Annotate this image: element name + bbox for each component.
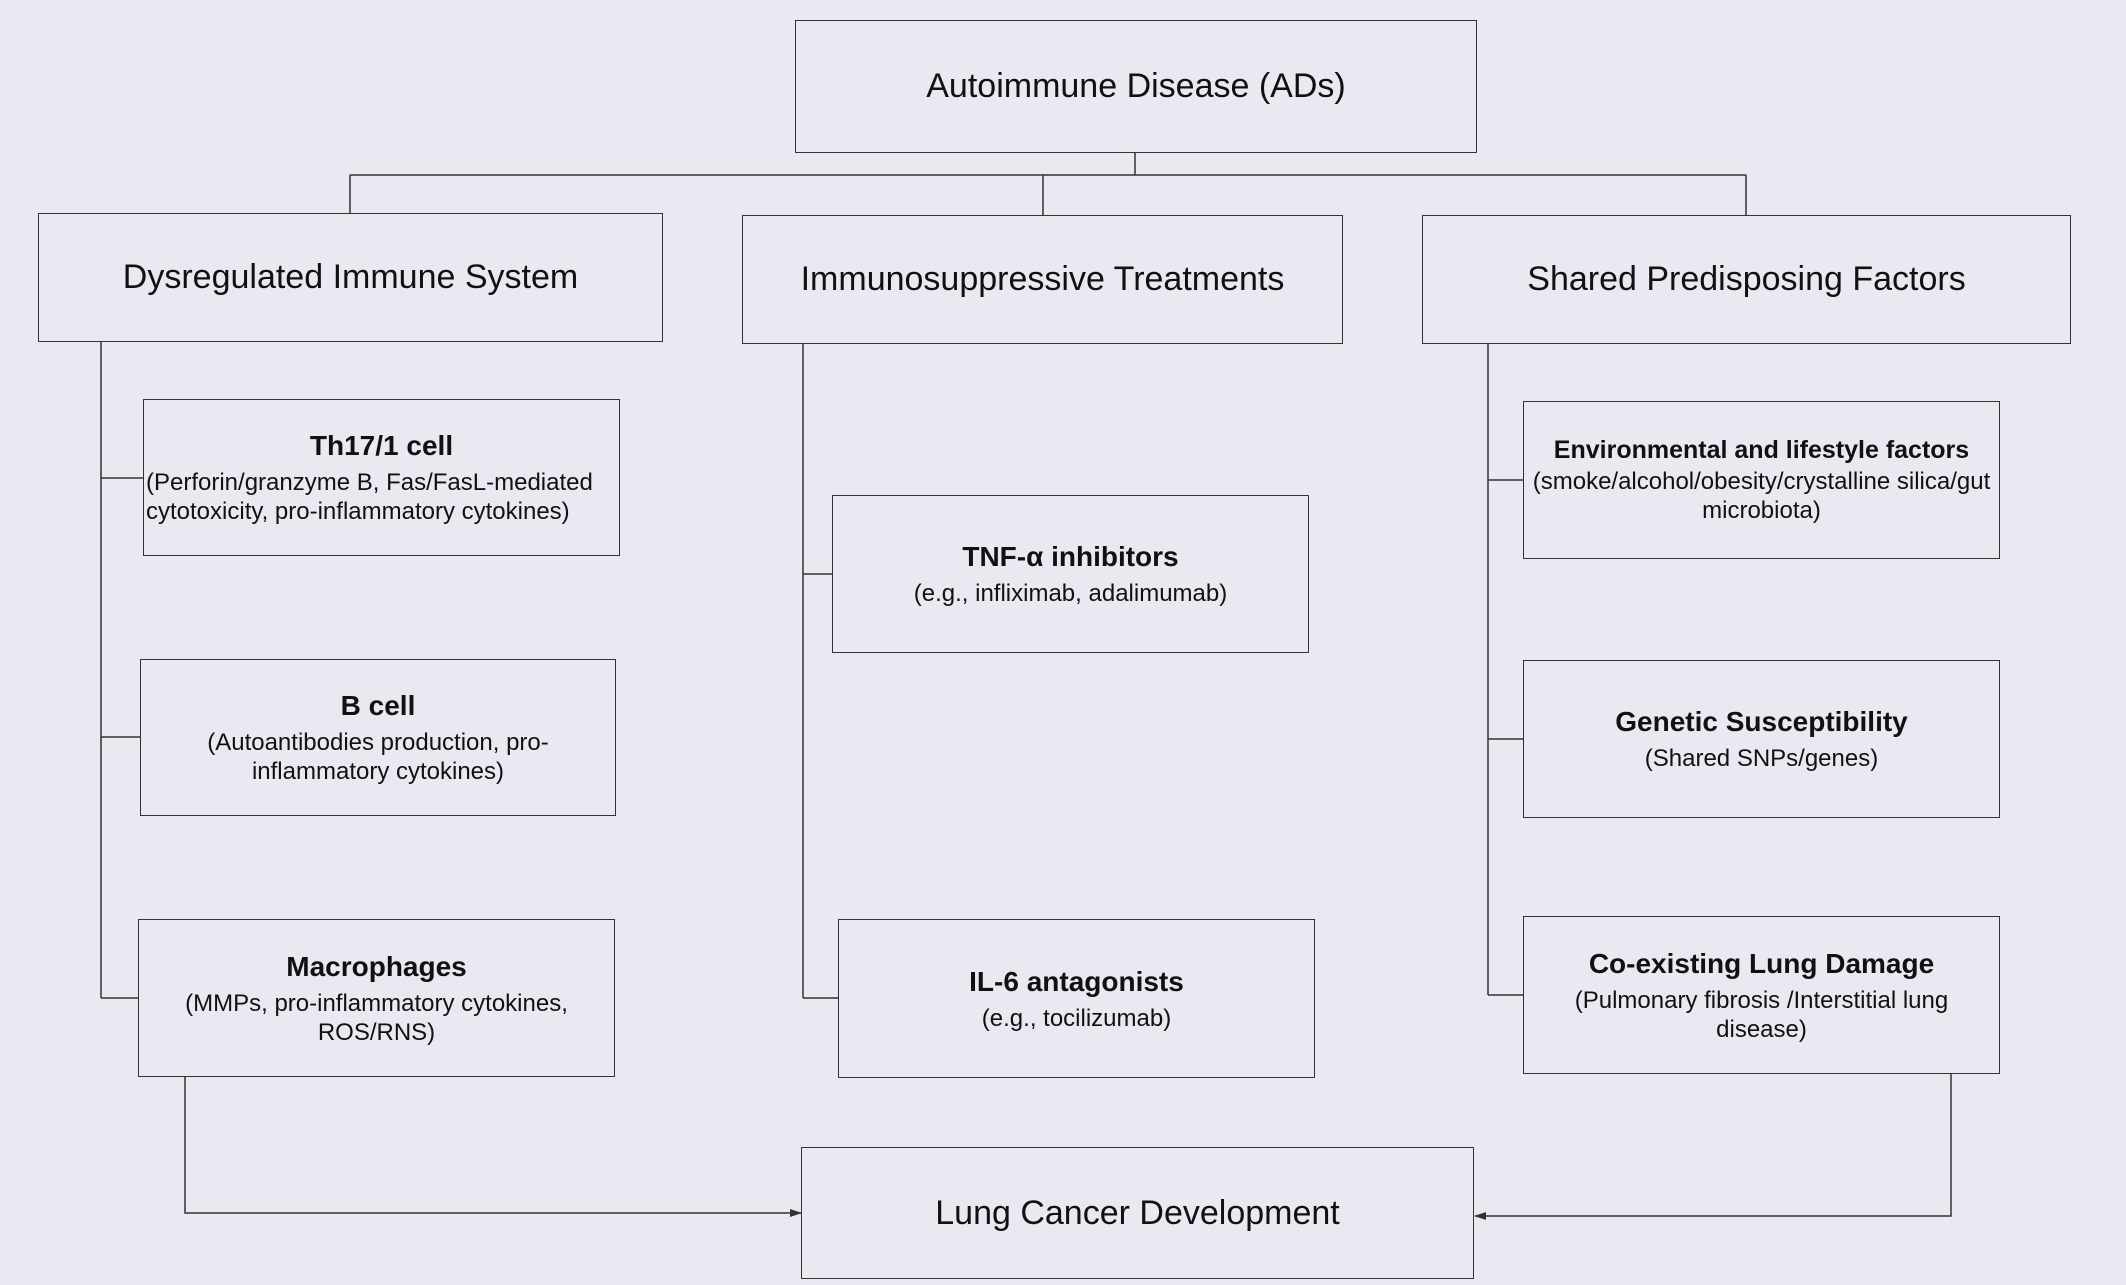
root-box: Autoimmune Disease (ADs): [795, 20, 1477, 153]
treatment-tnf-title: TNF-α inhibitors: [962, 541, 1179, 573]
factor-environment-title: Environmental and lifestyle factors: [1553, 435, 1970, 464]
category-factors-label: Shared Predisposing Factors: [1527, 260, 1966, 299]
category-factors-box: Shared Predisposing Factors: [1422, 215, 2071, 344]
factor-lungdamage-title: Co-existing Lung Damage: [1588, 947, 1935, 979]
immune-macrophages-title: Macrophages: [286, 950, 467, 982]
factor-environment-box: Environmental and lifestyle factors (smo…: [1523, 401, 2000, 559]
immune-th17-box: Th17/1 cell (Perforin/granzyme B, Fas/Fa…: [143, 399, 620, 556]
immune-bcell-title: B cell: [340, 690, 416, 722]
treatment-tnf-box: TNF-α inhibitors (e.g., infliximab, adal…: [832, 495, 1309, 653]
immune-th17-desc: (Perforin/granzyme B, Fas/FasL-mediated …: [146, 469, 593, 525]
category-treatments-label: Immunosuppressive Treatments: [800, 260, 1285, 299]
factor-genetic-title: Genetic Susceptibility: [1615, 706, 1908, 738]
treatment-il6-desc: (e.g., tocilizumab): [981, 1004, 1172, 1032]
outcome-label: Lung Cancer Development: [935, 1193, 1340, 1232]
immune-th17-title: Th17/1 cell: [309, 430, 454, 462]
arrow-macrophages-to-outcome: [184, 1077, 802, 1217]
immune-macrophages-box: Macrophages (MMPs, pro-inflammatory cyto…: [138, 919, 615, 1077]
factor-lungdamage-desc: (Pulmonary fibrosis /Interstitial lung d…: [1574, 986, 1949, 1043]
arrow-lungdamage-to-outcome: [1474, 1074, 1952, 1220]
treatment-il6-title: IL-6 antagonists: [969, 965, 1184, 997]
immune-macrophages-desc: (MMPs, pro-inflammatory cytokines, ROS/R…: [185, 989, 568, 1046]
factor-genetic-box: Genetic Susceptibility (Shared SNPs/gene…: [1523, 660, 2000, 818]
treatment-tnf-desc: (e.g., infliximab, adalimumab): [913, 580, 1228, 608]
category-treatments-box: Immunosuppressive Treatments: [742, 215, 1343, 344]
outcome-box: Lung Cancer Development: [801, 1147, 1474, 1279]
immune-bcell-box: B cell (Autoantibodies production, pro-i…: [140, 659, 616, 816]
factor-lungdamage-box: Co-existing Lung Damage (Pulmonary fibro…: [1523, 916, 2000, 1074]
category-immune-label: Dysregulated Immune System: [122, 258, 579, 297]
factor-environment-desc: (smoke/alcohol/obesity/crystalline silic…: [1532, 467, 1991, 524]
root-label: Autoimmune Disease (ADs): [926, 67, 1346, 106]
category-immune-box: Dysregulated Immune System: [38, 213, 663, 342]
factor-genetic-desc: (Shared SNPs/genes): [1644, 745, 1879, 773]
treatment-il6-box: IL-6 antagonists (e.g., tocilizumab): [838, 919, 1315, 1078]
immune-bcell-desc: (Autoantibodies production, pro-inflamma…: [207, 729, 549, 785]
